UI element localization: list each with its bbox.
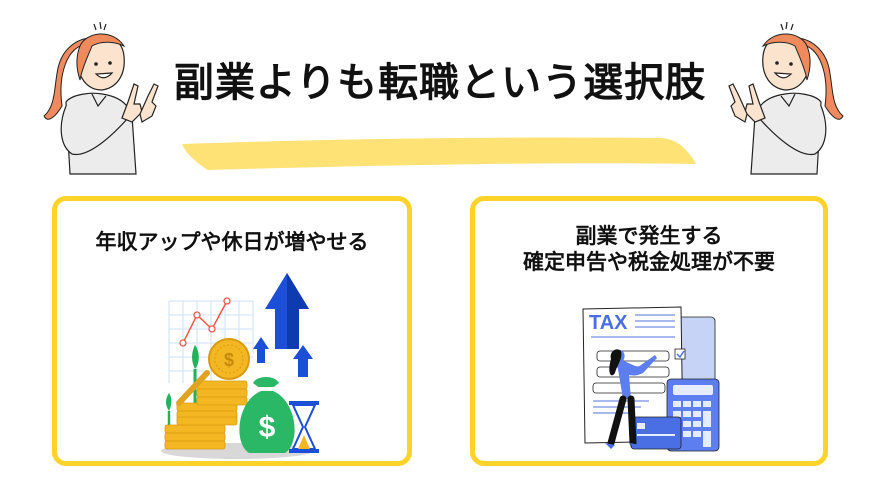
highlight-brush-stroke [182, 137, 696, 170]
card-heading-line2: 確定申告や税金処理が不要 [523, 250, 775, 274]
tax-label: TAX [589, 312, 628, 334]
woman-pointing-right-illustration [728, 21, 844, 175]
card-heading: 年収アップや休日が増やせる [95, 230, 369, 254]
dollar-bag-icon: $ [259, 411, 276, 444]
benefit-card-salary: 年収アップや休日が増やせる $ $ [52, 196, 412, 466]
dollar-coin-icon: $ [224, 350, 234, 370]
tax-document-illustration: TAX [582, 306, 720, 452]
card-heading: 副業で発生する 確定申告や税金処理が不要 [475, 223, 823, 275]
benefit-card-tax: 副業で発生する 確定申告や税金処理が不要 TAX [470, 196, 828, 466]
money-growth-illustration: $ $ [161, 273, 319, 459]
woman-pointing-left-illustration [43, 21, 159, 175]
card-heading-line1: 副業で発生する [575, 224, 723, 248]
page-title: 副業よりも転職という選択肢 [173, 60, 707, 106]
